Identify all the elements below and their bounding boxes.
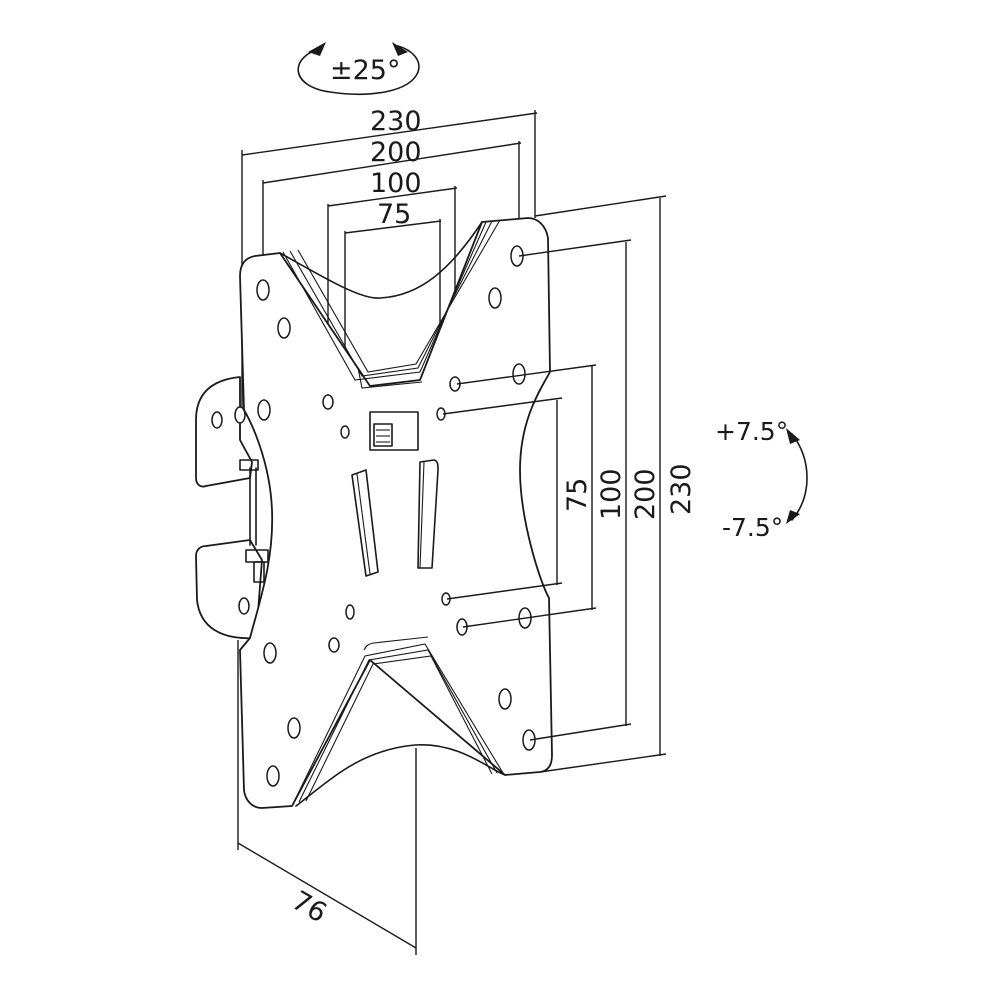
- width-230-label: 230: [370, 106, 422, 137]
- arrowhead-left: [308, 42, 326, 56]
- height-75-label: 75: [562, 478, 593, 512]
- height-200-label: 200: [630, 468, 661, 520]
- swivel-angle-label: ±25°: [330, 55, 400, 86]
- tilt-down-label: -7.5°: [722, 513, 783, 542]
- width-200-label: 200: [370, 137, 422, 168]
- arrowhead-right: [392, 42, 408, 56]
- vertical-dimensions: 75 100 200 230: [442, 195, 697, 773]
- arrowhead-down: [786, 510, 800, 524]
- wall-bracket: [195, 376, 269, 640]
- vesa-plate: [239, 217, 553, 809]
- height-100-label: 100: [596, 468, 627, 520]
- arrowhead-up: [786, 428, 800, 444]
- wall-hole: [238, 597, 250, 615]
- width-75-label: 75: [377, 199, 411, 230]
- height-230-label: 230: [666, 463, 697, 515]
- center-lock: [369, 411, 419, 451]
- rotate-both-ways-icon: [297, 45, 420, 95]
- mounting-holes: [256, 245, 536, 787]
- slot-left: [351, 469, 379, 577]
- swivel-indicator: ±25°: [297, 42, 420, 95]
- wall-hole: [211, 411, 223, 429]
- tilt-arc-icon: [791, 433, 808, 521]
- tilt-up-label: +7.5°: [715, 417, 788, 446]
- wall-hole: [234, 406, 246, 424]
- tilt-indicator: +7.5° -7.5°: [715, 417, 808, 542]
- slot-right: [417, 459, 439, 569]
- depth-76-label: 76: [287, 885, 332, 929]
- width-100-label: 100: [370, 168, 422, 199]
